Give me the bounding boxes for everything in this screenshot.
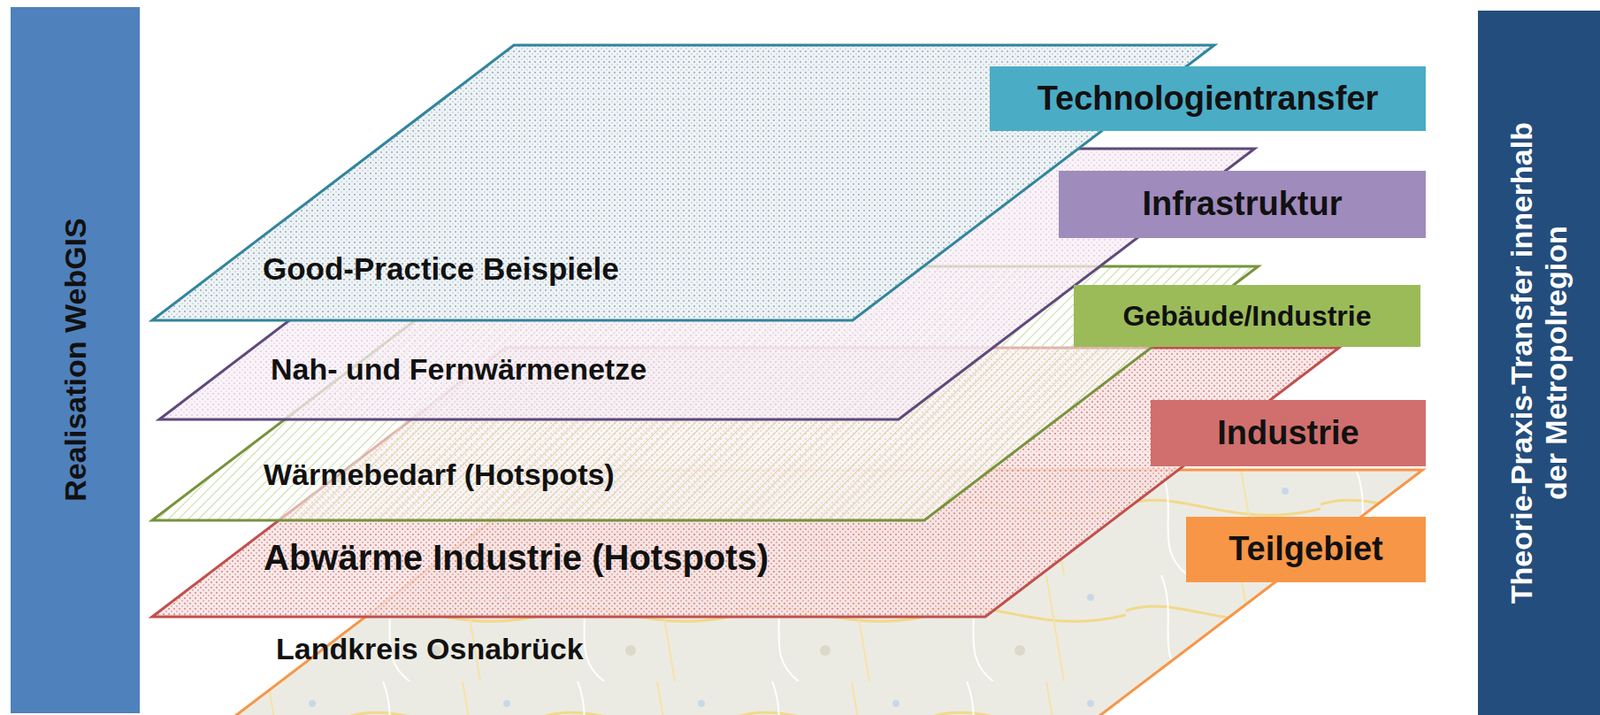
layer-label: Abwärme Industrie (Hotspots) [263,536,769,578]
layer-tag: Technologientransfer [989,66,1426,131]
tag-label: Gebäude/Industrie [1123,299,1372,333]
layer-label: Wärmebedarf (Hotspots) [263,457,615,492]
band-label: Realisation WebGIS [57,218,92,503]
tag-label: Technologientransfer [1037,79,1379,119]
layer-label: Good-Practice Beispiele [262,251,620,287]
layer-tag: Teilgebiet [1186,516,1426,582]
tag-label: Industrie [1217,413,1359,453]
tag-label: Teilgebiet [1228,529,1384,569]
band-label: Theorie-Praxis-Transfer innerhalb der Me… [1504,97,1574,628]
layer-label: Landkreis Osnabrück [275,631,584,667]
layer-tag: Industrie [1150,399,1426,467]
layer-label: Nah- und Fernwärmenetze [270,352,647,387]
side-band: Theorie-Praxis-Transfer innerhalb der Me… [1477,10,1600,715]
layer-tag: Gebäude/Industrie [1073,284,1421,347]
tag-label: Infrastruktur [1142,184,1343,224]
side-band: Realisation WebGIS [10,7,140,713]
layer-tag: Infrastruktur [1058,170,1426,238]
